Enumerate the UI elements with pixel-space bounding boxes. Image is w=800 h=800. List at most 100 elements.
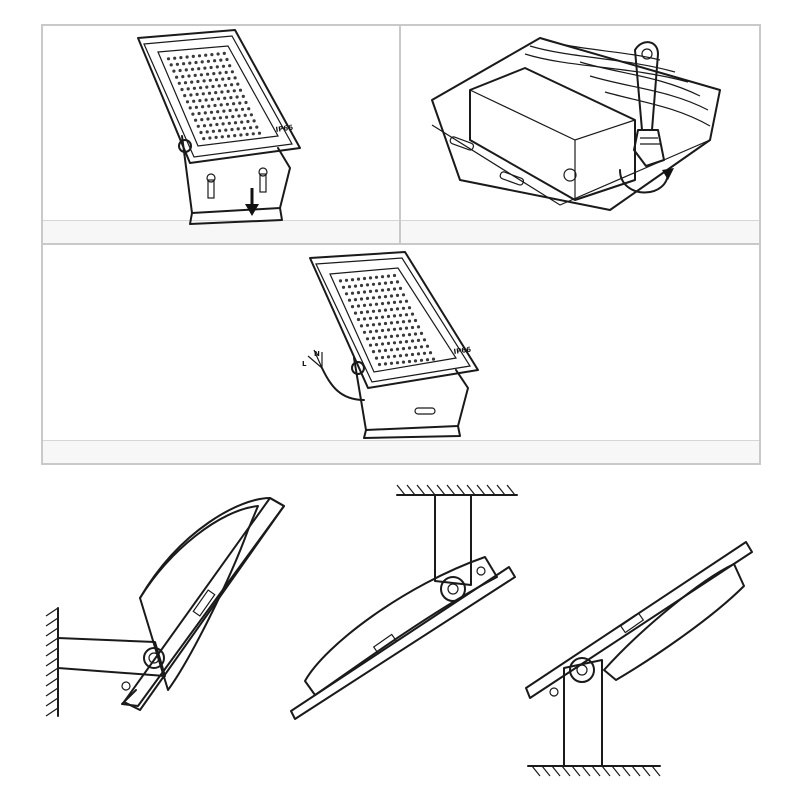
led-dot bbox=[237, 114, 241, 118]
led-dot bbox=[220, 90, 224, 94]
led-dot bbox=[249, 126, 253, 130]
led-dot bbox=[338, 279, 343, 283]
led-dot bbox=[365, 283, 370, 287]
led-dot bbox=[234, 108, 238, 112]
led-dot bbox=[392, 354, 397, 358]
led-dot bbox=[197, 67, 201, 71]
led-dot bbox=[239, 133, 243, 137]
led-dot bbox=[255, 125, 259, 129]
led-dot bbox=[216, 110, 220, 114]
led-dot bbox=[398, 300, 403, 304]
led-dot bbox=[365, 323, 370, 327]
led-dot bbox=[422, 338, 427, 342]
panel-wrench-adjust bbox=[399, 24, 761, 245]
led-dot bbox=[356, 291, 361, 295]
led-dot bbox=[359, 310, 364, 315]
led-dot bbox=[410, 325, 415, 330]
led-dot bbox=[201, 105, 205, 109]
led-dot bbox=[196, 79, 200, 84]
led-dot bbox=[198, 99, 202, 103]
led-dot bbox=[245, 132, 249, 136]
led-dot bbox=[235, 95, 239, 99]
led-dot bbox=[222, 109, 226, 113]
led-dot bbox=[392, 300, 397, 304]
led-dot bbox=[202, 124, 207, 128]
led-dot bbox=[222, 51, 226, 55]
led-dot bbox=[383, 295, 388, 299]
floor-hatching bbox=[531, 765, 661, 777]
led-dot bbox=[350, 291, 355, 295]
panel-caption-strip bbox=[401, 220, 759, 243]
led-dot bbox=[425, 358, 430, 362]
led-dot bbox=[419, 358, 424, 362]
led-dot bbox=[410, 312, 415, 316]
led-dot bbox=[207, 91, 212, 95]
led-dot bbox=[238, 88, 243, 92]
led-dot bbox=[212, 116, 216, 120]
led-dot bbox=[242, 126, 246, 130]
led-dot bbox=[398, 327, 403, 331]
led-dot bbox=[356, 277, 361, 281]
led-dot bbox=[188, 106, 192, 110]
led-dot bbox=[220, 135, 224, 139]
led-dot bbox=[389, 280, 394, 285]
led-dot bbox=[359, 283, 364, 288]
led-dot bbox=[215, 122, 219, 127]
led-dot bbox=[377, 349, 382, 353]
led-dot bbox=[374, 275, 379, 279]
led-dot bbox=[410, 352, 415, 357]
led-dot bbox=[183, 94, 187, 98]
led-dot bbox=[236, 82, 240, 86]
led-dot bbox=[194, 118, 198, 122]
panel-caption-strip bbox=[43, 440, 759, 463]
led-dot bbox=[203, 66, 207, 70]
led-dot bbox=[383, 362, 388, 366]
led-dot bbox=[359, 324, 364, 328]
led-dot bbox=[407, 359, 412, 364]
led-dot bbox=[213, 103, 217, 108]
led-dot bbox=[401, 333, 406, 337]
led-dot bbox=[398, 286, 403, 290]
led-dot bbox=[214, 91, 218, 95]
wall-mount-diagram bbox=[45, 497, 285, 717]
led-dot bbox=[386, 355, 391, 359]
led-dot bbox=[401, 293, 406, 297]
led-dot bbox=[214, 135, 218, 139]
led-dot bbox=[209, 110, 214, 114]
led-dot bbox=[189, 93, 193, 97]
led-dot bbox=[208, 78, 212, 82]
led-dot bbox=[193, 73, 197, 77]
led-dot bbox=[199, 130, 203, 135]
led-dot bbox=[238, 101, 242, 105]
led-dot bbox=[428, 351, 433, 355]
led-dot bbox=[407, 319, 412, 323]
led-dot bbox=[365, 310, 370, 314]
led-dot bbox=[374, 329, 379, 333]
led-dot bbox=[347, 285, 352, 289]
led-dot bbox=[192, 99, 196, 103]
led-dot bbox=[230, 83, 234, 87]
led-dot bbox=[371, 336, 376, 340]
led-dot bbox=[166, 57, 171, 61]
led-dot bbox=[386, 341, 391, 345]
led-dot bbox=[380, 355, 385, 360]
led-dot bbox=[395, 347, 400, 351]
led-dot bbox=[199, 73, 203, 77]
led-dot bbox=[422, 351, 427, 355]
led-dot bbox=[386, 301, 391, 305]
led-dot bbox=[353, 298, 358, 302]
led-dot bbox=[380, 342, 385, 346]
led-dot bbox=[383, 335, 388, 339]
led-dot bbox=[359, 297, 364, 301]
led-dot bbox=[244, 100, 248, 105]
led-dot bbox=[221, 77, 225, 81]
led-dot bbox=[215, 65, 219, 69]
led-dot bbox=[365, 337, 370, 341]
led-dot bbox=[221, 122, 225, 126]
screw-icon bbox=[206, 167, 268, 199]
led-dot bbox=[350, 305, 355, 309]
led-dot bbox=[356, 304, 361, 308]
led-dot bbox=[207, 104, 211, 108]
led-dot bbox=[386, 274, 391, 278]
led-dot bbox=[221, 64, 226, 68]
